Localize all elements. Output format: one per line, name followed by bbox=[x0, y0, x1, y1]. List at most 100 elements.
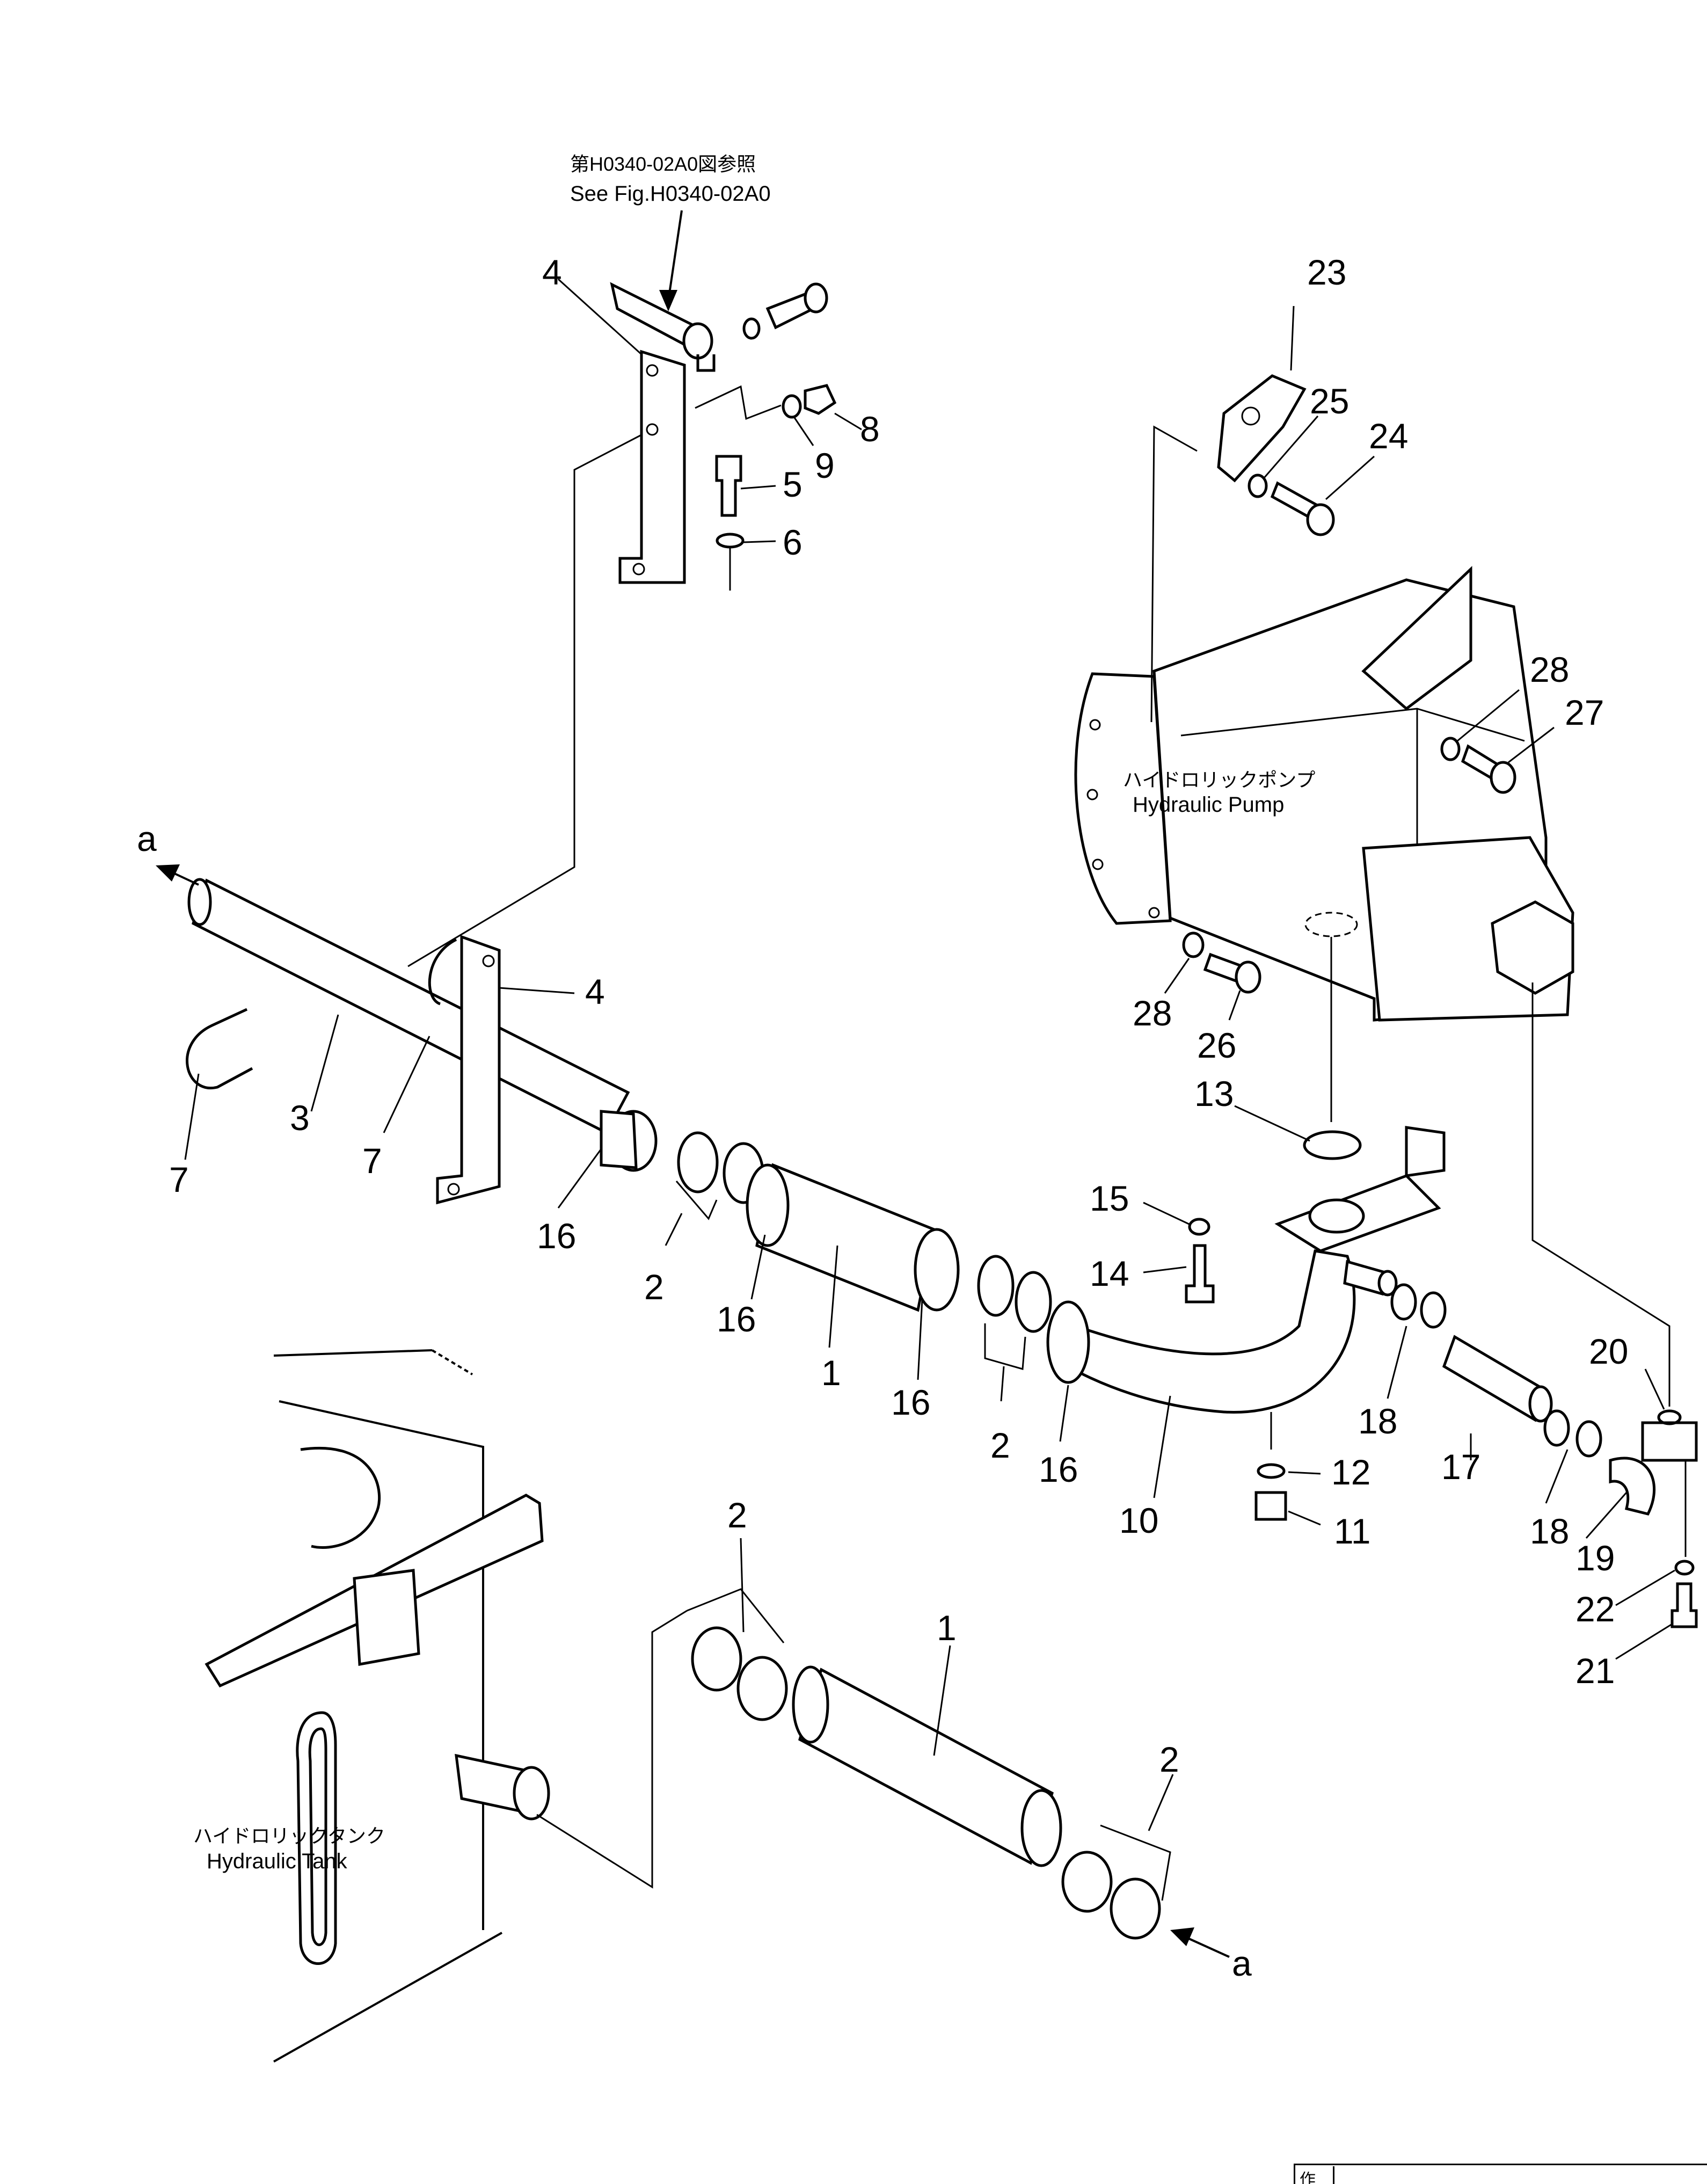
hydraulic-tank: ハイドロリックタンク Hydraulic Tank bbox=[193, 1349, 688, 2063]
tank-edge bbox=[273, 1932, 502, 2063]
leader-11 bbox=[1288, 1510, 1321, 1526]
nut-8-icon bbox=[804, 384, 837, 415]
clamp-leader bbox=[675, 1181, 718, 1220]
clamp-icon bbox=[736, 1656, 788, 1721]
callout-28b: 28 bbox=[1133, 993, 1172, 1033]
callout-12: 12 bbox=[1331, 1452, 1370, 1492]
callout-2d: 2 bbox=[1159, 1739, 1179, 1779]
callout-18b: 18 bbox=[1530, 1511, 1569, 1551]
elbow-flange-port bbox=[1308, 1198, 1365, 1234]
washer-25-icon bbox=[1248, 474, 1268, 498]
washer-icon bbox=[742, 317, 761, 340]
callout-16b: 16 bbox=[717, 1299, 756, 1339]
callout-19: 19 bbox=[1575, 1538, 1615, 1578]
connection-mark-a-lower: a bbox=[1232, 1943, 1252, 1983]
tank-label-en: Hydraulic Tank bbox=[207, 1850, 348, 1873]
washer-6-icon bbox=[716, 533, 745, 549]
callout-15: 15 bbox=[1090, 1178, 1129, 1218]
plug-11-icon bbox=[1254, 1491, 1287, 1521]
o-ring-12-icon bbox=[1257, 1463, 1286, 1479]
leader-23 bbox=[1290, 305, 1295, 371]
title-block-cell-1: 作 bbox=[1300, 2171, 1316, 2184]
o-ring-13-icon bbox=[1303, 1130, 1362, 1160]
elbow-19-icon bbox=[1609, 1457, 1656, 1516]
bolt-5-icon bbox=[715, 455, 742, 517]
bracket-hole bbox=[632, 563, 645, 576]
pipe-sleeve bbox=[600, 1110, 638, 1169]
leader-line bbox=[1150, 425, 1198, 723]
callout-26: 26 bbox=[1197, 1025, 1236, 1065]
clamp-icon bbox=[977, 1255, 1015, 1317]
callout-23: 23 bbox=[1307, 252, 1346, 292]
callout-6: 6 bbox=[783, 522, 803, 562]
callout-24: 24 bbox=[1369, 416, 1408, 456]
leader-13 bbox=[1234, 1105, 1310, 1142]
washer-22-icon bbox=[1674, 1560, 1695, 1576]
drain-plug bbox=[1254, 1412, 1287, 1521]
hose-lower bbox=[687, 1588, 1230, 1958]
leader-2 bbox=[665, 1213, 683, 1246]
reference-en: See Fig.H0340-02A0 bbox=[570, 182, 771, 206]
tank-outlet-end bbox=[513, 1766, 550, 1821]
clamp-icon bbox=[1061, 1851, 1113, 1913]
callout-5: 5 bbox=[783, 464, 803, 504]
callout-18: 18 bbox=[1358, 1401, 1397, 1441]
leader-20 bbox=[1644, 1368, 1665, 1410]
callout-2: 2 bbox=[644, 1267, 664, 1307]
upper-bracket-assembly bbox=[407, 282, 837, 967]
leader-28b bbox=[1164, 958, 1190, 994]
hose-1-lower-end bbox=[792, 1665, 829, 1744]
pump-label-jp: ハイドロリックポンプ bbox=[1123, 769, 1315, 791]
hose-middle bbox=[746, 1163, 960, 1312]
bracket-hole bbox=[482, 955, 495, 967]
callout-16: 16 bbox=[537, 1216, 576, 1256]
leader-10 bbox=[1153, 1395, 1171, 1498]
callout-4: 4 bbox=[542, 252, 562, 292]
flange-hole bbox=[1092, 858, 1104, 870]
callout-14: 14 bbox=[1090, 1254, 1129, 1293]
callout-8: 8 bbox=[860, 409, 880, 449]
bracket-hole bbox=[447, 1183, 460, 1196]
flange-hole bbox=[1148, 907, 1160, 919]
hose-1-lower-end bbox=[1020, 1789, 1062, 1867]
clamp-18b-icon bbox=[1575, 1420, 1602, 1458]
washer-15-icon bbox=[1188, 1218, 1210, 1236]
elbow-inlet bbox=[1046, 1300, 1090, 1384]
leader-7b bbox=[383, 1036, 431, 1133]
suction-pipe-upper bbox=[186, 878, 658, 1205]
clamp-set-middle bbox=[977, 1255, 1052, 1370]
elbow-19-flange bbox=[1641, 1421, 1698, 1462]
callout-4b: 4 bbox=[585, 972, 605, 1011]
pump-lower-bolt bbox=[1182, 931, 1261, 994]
bolt-27-head bbox=[1490, 761, 1516, 794]
callout-9: 9 bbox=[815, 446, 835, 485]
elbow-side-nipple-end bbox=[1377, 1270, 1398, 1297]
suction-port-outline bbox=[1304, 912, 1358, 937]
arrow-a-head bbox=[1170, 1927, 1194, 1946]
leader-24 bbox=[1325, 455, 1375, 500]
reference-arrowhead bbox=[659, 290, 677, 311]
leader-3 bbox=[310, 1014, 339, 1112]
reference-jp: 第H0340-02A0図参照 bbox=[570, 153, 756, 175]
bracket-lower bbox=[436, 935, 501, 1205]
o-ring-20-icon bbox=[1657, 1409, 1682, 1425]
callout-7: 7 bbox=[169, 1160, 189, 1199]
callout-11: 11 bbox=[1334, 1511, 1371, 1551]
callout-13: 13 bbox=[1194, 1074, 1234, 1113]
leader-6 bbox=[743, 540, 776, 543]
clamp-18b-icon bbox=[1543, 1409, 1570, 1447]
leader-line bbox=[1531, 982, 1670, 1407]
bracket-hole bbox=[1241, 406, 1260, 426]
arrow-a-head bbox=[156, 864, 180, 882]
callout-3: 3 bbox=[290, 1098, 310, 1138]
callout-leaders bbox=[184, 278, 1675, 1831]
pump-flange bbox=[1074, 672, 1172, 925]
pump-plate bbox=[1361, 566, 1472, 711]
leader-22 bbox=[1615, 1569, 1675, 1606]
leader-27 bbox=[1508, 726, 1555, 763]
tank-bracket bbox=[353, 1569, 420, 1666]
bolt-26-head bbox=[1235, 960, 1261, 994]
hose-1-end-left bbox=[746, 1163, 790, 1247]
leader-16d bbox=[1059, 1385, 1069, 1442]
